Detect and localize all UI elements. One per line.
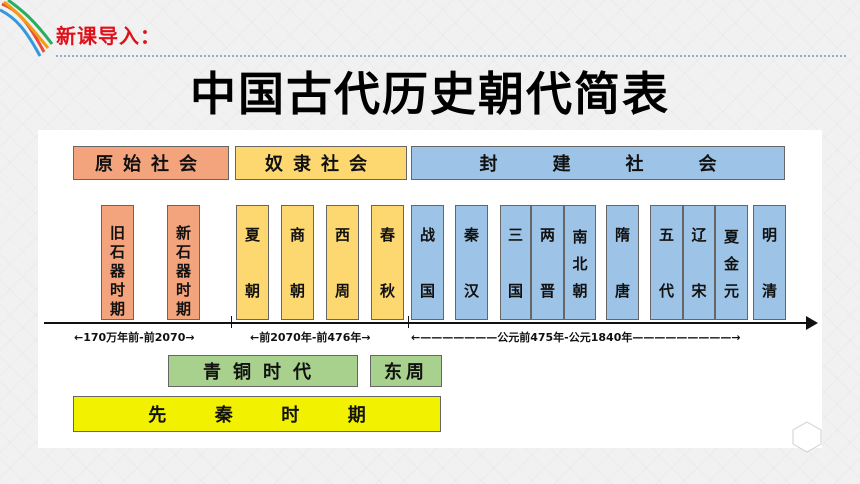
era-primitive-society: 原始社会: [73, 146, 229, 180]
column-char: 朝: [244, 282, 260, 300]
column-char: 石: [175, 243, 191, 261]
page-title: 中国古代历史朝代简表: [190, 67, 670, 121]
left-arrow-icon: ←: [74, 331, 84, 344]
column-new-stone-age: 新 石 器 时 期: [167, 205, 200, 320]
era-slave-society: 奴隶社会: [235, 146, 407, 180]
era-feudal-society: 封 建 社 会: [411, 146, 785, 180]
left-arrow-icon: ←———————: [411, 331, 498, 344]
preqin-char: 秦: [214, 405, 233, 426]
column-char: 期: [175, 300, 191, 318]
column-char: 器: [175, 262, 191, 280]
timeline-axis: [44, 322, 810, 324]
column-sui-tang: 隋 唐: [606, 205, 639, 320]
column-char: 代: [658, 282, 674, 300]
column-xia-jin-yuan: 夏 金 元: [715, 205, 748, 320]
right-arrow-icon: →: [361, 331, 371, 344]
preqin-char: 期: [347, 405, 366, 426]
period-text: 前2070年-前476年: [259, 331, 362, 344]
ribbon-decoration-icon: [0, 0, 54, 57]
preqin-char: 先: [148, 405, 167, 426]
column-char: 三: [507, 226, 523, 244]
column-char: 辽: [691, 226, 707, 244]
column-old-stone-age: 旧 石 器 时 期: [101, 205, 134, 320]
column-char: 期: [109, 300, 125, 318]
column-char: 春: [379, 226, 395, 244]
column-char: 朝: [289, 282, 305, 300]
right-arrow-icon: —————————→: [632, 331, 741, 344]
preqin-char: 时: [281, 405, 300, 426]
column-char: 明: [761, 226, 777, 244]
page-badge-icon: [792, 421, 822, 453]
period-text: 公元前475年-公元1840年: [497, 331, 633, 344]
column-char: 商: [289, 226, 305, 244]
column-qin-han: 秦 汉: [455, 205, 488, 320]
right-arrow-icon: →: [185, 331, 195, 344]
column-char: 旧: [109, 224, 125, 242]
column-char: 石: [109, 243, 125, 261]
period-label-feudal: ←———————公元前475年-公元1840年—————————→: [411, 329, 741, 345]
column-char: 北: [572, 255, 588, 273]
pre-qin-period-box: 先 秦 时 期: [73, 396, 441, 432]
eastern-zhou-box: 东周: [370, 355, 442, 387]
column-char: 战: [419, 226, 435, 244]
bronze-age-box: 青铜时代: [168, 355, 358, 387]
column-char: 晋: [539, 282, 555, 300]
column-char: 金: [723, 255, 739, 273]
column-char: 夏: [244, 226, 260, 244]
column-spring-autumn: 春 秋: [371, 205, 404, 320]
column-ming-qing: 明 清: [753, 205, 786, 320]
column-char: 秋: [379, 282, 395, 300]
feudal-char: 社: [625, 154, 644, 175]
feudal-char: 会: [698, 154, 717, 175]
column-char: 唐: [614, 282, 630, 300]
period-label-slave: ←前2070年-前476年→: [250, 329, 371, 345]
feudal-char: 建: [552, 154, 571, 175]
column-char: 国: [507, 282, 523, 300]
left-arrow-icon: ←: [250, 331, 260, 344]
column-two-jin: 两 晋: [531, 205, 564, 320]
column-char: 南: [572, 228, 588, 246]
column-char: 新: [175, 224, 191, 242]
section-label: 新课导入：: [56, 24, 161, 48]
column-shang: 商 朝: [281, 205, 314, 320]
column-char: 秦: [463, 226, 479, 244]
column-five-dynasties: 五 代: [650, 205, 683, 320]
column-warring-states: 战 国: [411, 205, 444, 320]
dotted-divider: [56, 55, 846, 57]
column-north-south-dynasties: 南 北 朝: [564, 205, 596, 320]
column-char: 国: [419, 282, 435, 300]
column-char: 时: [175, 281, 191, 299]
axis-tick: [408, 316, 409, 328]
column-char: 宋: [691, 282, 707, 300]
column-char: 五: [658, 226, 674, 244]
column-liao-song: 辽 宋: [683, 205, 715, 320]
period-text: 170万年前-前2070: [83, 331, 186, 344]
axis-tick: [231, 316, 232, 328]
column-char: 时: [109, 281, 125, 299]
column-char: 夏: [723, 228, 739, 246]
column-char: 元: [723, 282, 739, 300]
column-char: 周: [334, 282, 350, 300]
column-char: 汉: [463, 282, 479, 300]
column-char: 清: [761, 282, 777, 300]
column-char: 两: [539, 226, 555, 244]
column-three-kingdoms: 三 国: [500, 205, 531, 320]
column-xia: 夏 朝: [236, 205, 269, 320]
column-char: 隋: [614, 226, 630, 244]
axis-arrow-icon: [806, 316, 818, 330]
column-char: 朝: [572, 282, 588, 300]
column-char: 西: [334, 226, 350, 244]
column-char: 器: [109, 262, 125, 280]
feudal-char: 封: [479, 154, 498, 175]
period-label-primitive: ←170万年前-前2070→: [74, 329, 195, 345]
column-western-zhou: 西 周: [326, 205, 359, 320]
